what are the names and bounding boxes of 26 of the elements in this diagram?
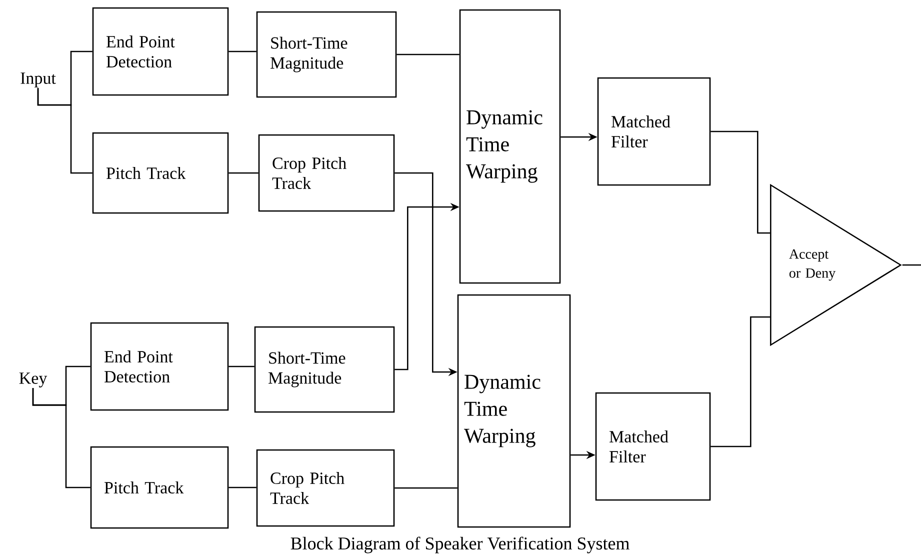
- connector: [396, 54, 460, 56]
- process-box: Matched Filter: [595, 392, 711, 501]
- process-box: Short-Time Magnitude: [254, 326, 395, 413]
- caption: Block Diagram of Speaker Verification System: [290, 536, 630, 554]
- input-label: Input: [20, 72, 56, 88]
- connector: [228, 172, 258, 174]
- connector: [394, 487, 458, 489]
- process-box: Crop Pitch Track: [258, 134, 395, 212]
- connector: [710, 316, 770, 448]
- process-box: Dynamic Time Warping: [457, 294, 571, 528]
- process-box: Short-Time Magnitude: [256, 11, 397, 98]
- connector: [37, 88, 92, 174]
- process-box: Pitch Track: [92, 132, 229, 214]
- process-box: End Point Detection: [90, 322, 229, 411]
- connector: [228, 486, 256, 488]
- process-box: Matched Filter: [597, 77, 711, 186]
- process-box: Dynamic Time Warping: [459, 9, 561, 284]
- connector: [32, 388, 90, 488]
- connector: [228, 366, 254, 368]
- process-box: Pitch Track: [90, 446, 229, 529]
- connector: [710, 130, 770, 234]
- connector: [228, 50, 256, 52]
- process-box: End Point Detection: [92, 7, 229, 96]
- process-box: Crop Pitch Track: [256, 449, 395, 527]
- connector: [902, 264, 921, 266]
- input-label: Key: [19, 372, 48, 388]
